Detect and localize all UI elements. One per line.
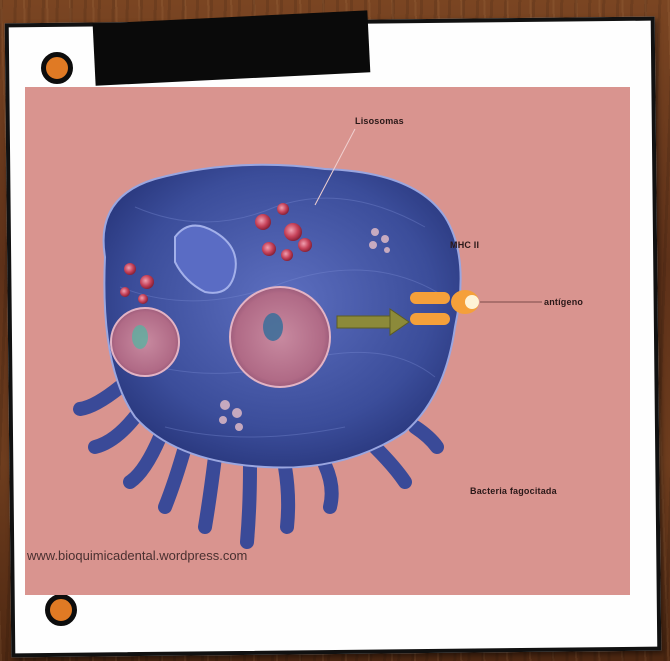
phagosome-center xyxy=(230,287,330,387)
cell-illustration xyxy=(25,87,630,595)
black-tape xyxy=(93,10,371,85)
bottom-ring-hole xyxy=(45,594,77,626)
label-lisosomas: Lisosomas xyxy=(355,116,404,126)
label-antigeno: antígeno xyxy=(544,297,583,307)
diagram-panel: Lisosomas MHC II antígeno Bacteria fagoc… xyxy=(25,87,630,595)
watermark-url: www.bioquimicadental.wordpress.com xyxy=(27,548,247,563)
label-bacteria-fagocitada: Bacteria fagocitada xyxy=(470,486,557,496)
label-mhc-ii: MHC II xyxy=(450,240,479,250)
top-ring-hole xyxy=(41,52,73,84)
